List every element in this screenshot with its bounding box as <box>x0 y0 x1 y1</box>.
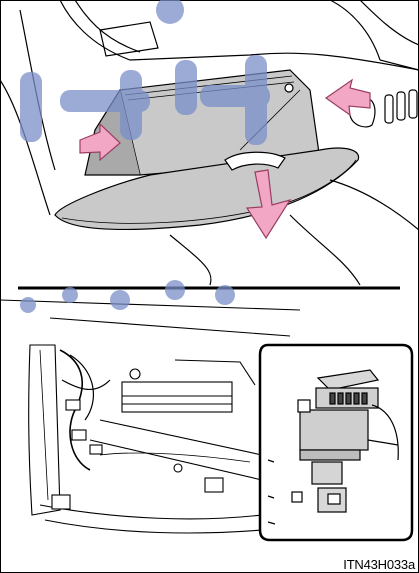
ecu-box <box>122 382 232 412</box>
dashboard-left-edge <box>0 80 50 215</box>
connector-inset <box>260 345 412 540</box>
figure-code-caption: ITN43H033a <box>341 558 417 572</box>
lower-panel <box>0 300 300 533</box>
connector-body <box>300 410 368 450</box>
upper-panel <box>0 0 419 285</box>
dashboard-top-edge <box>60 0 419 70</box>
upper-vent <box>100 22 158 56</box>
arrow-press-right <box>326 80 370 115</box>
dashboard-inner-edge <box>75 0 140 52</box>
